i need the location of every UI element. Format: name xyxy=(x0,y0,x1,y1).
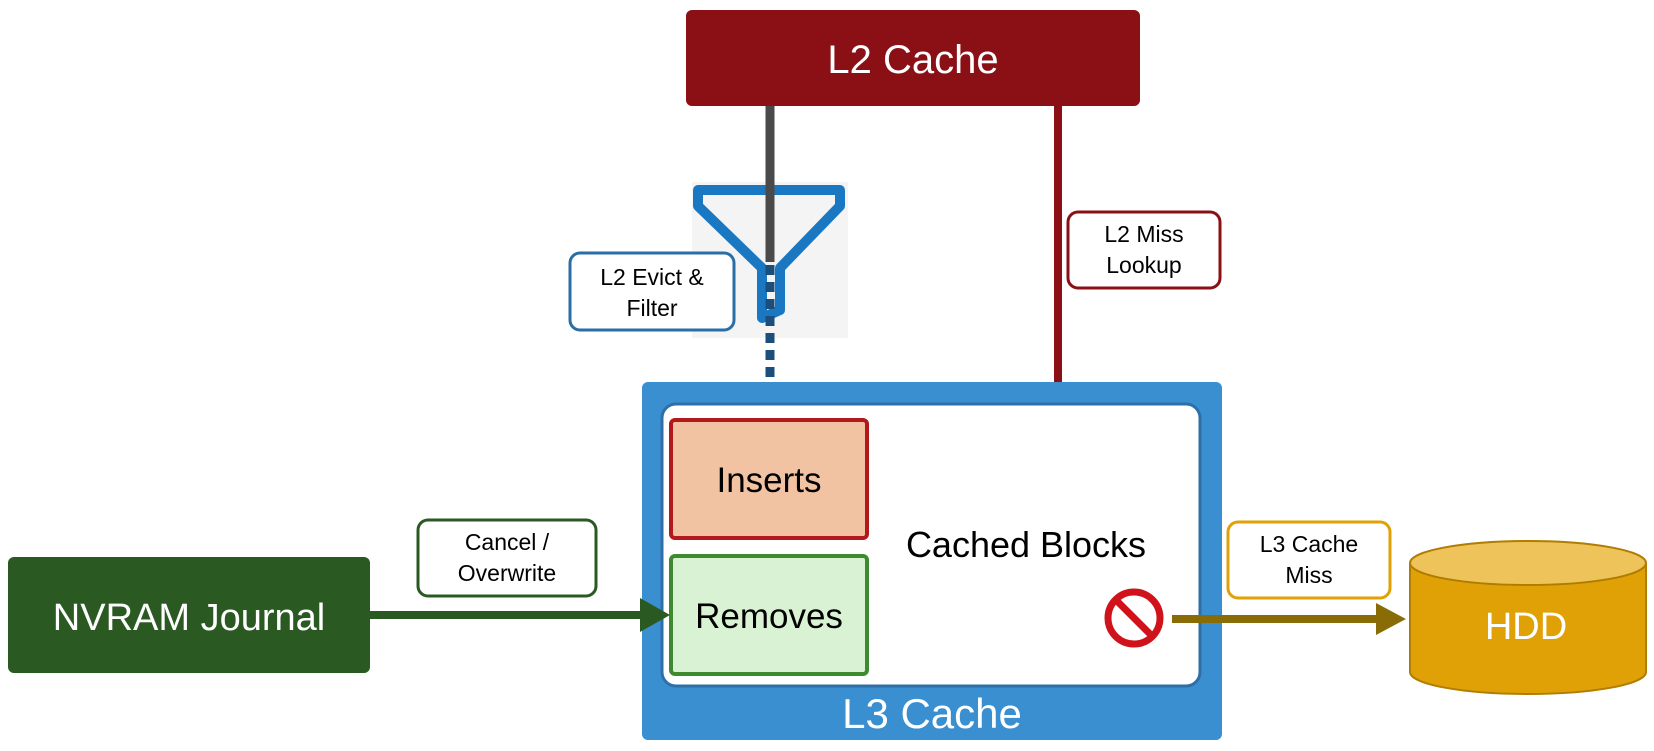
l3-cache-miss-label: L3 Cache Miss xyxy=(1226,520,1392,600)
inserts-label: Inserts xyxy=(716,461,821,500)
l2-miss-lookup-line1: L2 Miss xyxy=(1104,221,1183,247)
l3-cache-miss-line1: L3 Cache xyxy=(1260,531,1358,557)
cancel-overwrite-line2: Overwrite xyxy=(458,560,556,586)
l2-evict-filter-line2: Filter xyxy=(626,295,677,321)
nvram-journal-label: NVRAM Journal xyxy=(53,597,325,639)
cancel-overwrite-arrow xyxy=(370,598,670,632)
cached-blocks-label: Cached Blocks xyxy=(906,524,1146,565)
database-cylinder-icon xyxy=(1409,540,1647,695)
cancel-overwrite-line1: Cancel / xyxy=(465,529,550,555)
l3-cache-miss-arrow xyxy=(1172,603,1406,635)
l2-evict-filter-line1: L2 Evict & xyxy=(600,264,704,290)
l3-cache-label: L3 Cache xyxy=(842,690,1022,737)
nvram-journal-node: NVRAM Journal xyxy=(8,557,370,673)
l3-cache-miss-line2: Miss xyxy=(1285,562,1332,588)
removes-node: Removes xyxy=(669,554,869,676)
no-entry-icon xyxy=(1104,588,1164,648)
inserts-node: Inserts xyxy=(669,418,869,540)
hdd-label: HDD xyxy=(1485,606,1567,648)
l2-cache-label: L2 Cache xyxy=(827,38,998,82)
l2-miss-lookup-label: L2 Miss Lookup xyxy=(1066,210,1222,290)
l2-cache-node: L2 Cache xyxy=(686,10,1140,106)
l2-miss-lookup-line2: Lookup xyxy=(1106,252,1181,278)
hdd-node: HDD xyxy=(1409,540,1647,695)
cancel-overwrite-label: Cancel / Overwrite xyxy=(416,518,598,598)
l2-evict-filter-label: L2 Evict & Filter xyxy=(568,251,736,332)
removes-label: Removes xyxy=(695,597,843,636)
